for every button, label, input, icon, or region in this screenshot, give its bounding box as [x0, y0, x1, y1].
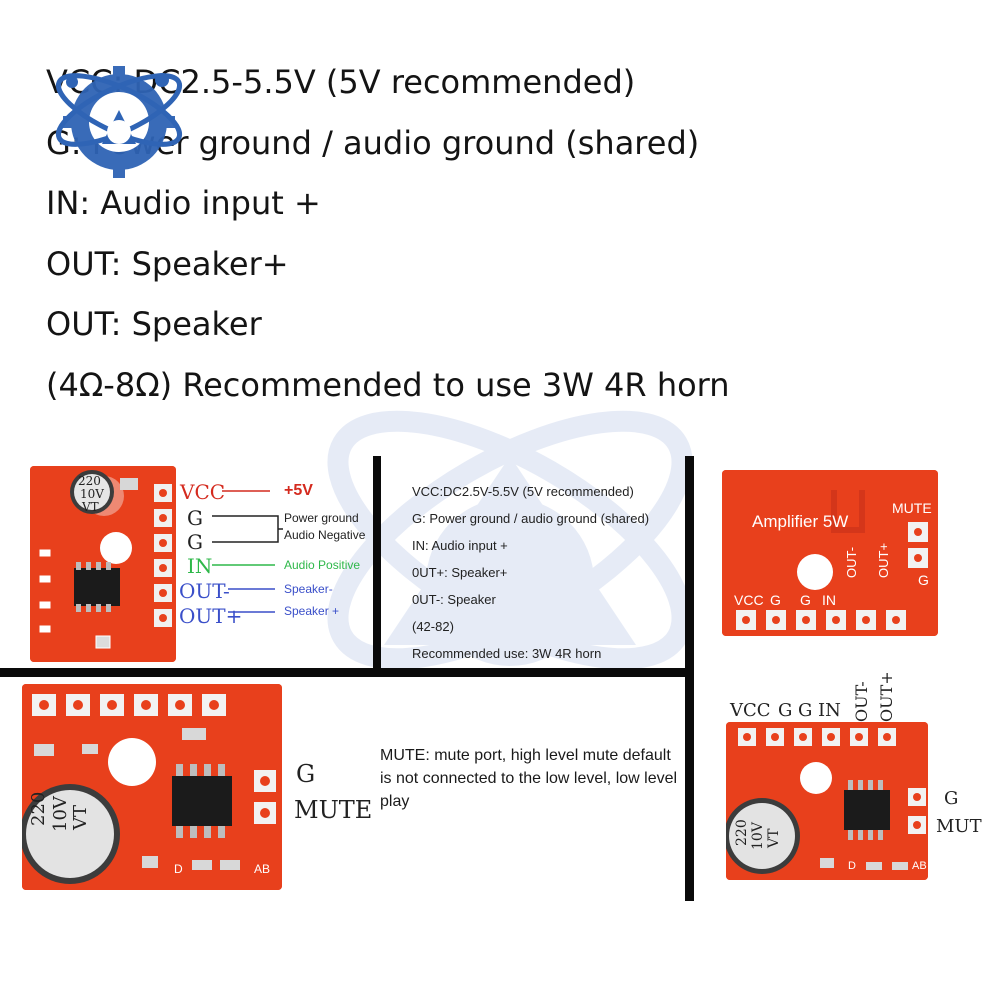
board-back-pin-out-plus: OUT+ — [876, 542, 891, 578]
board-back-pin-g: G — [800, 592, 811, 608]
info-line: IN: Audio input + — [412, 538, 508, 553]
mute-section-mute-label: MUTE — [294, 796, 373, 824]
divider-vertical-right — [685, 456, 694, 901]
board-back-graphic — [722, 470, 938, 636]
pin-desc-power-ground: Power ground — [284, 511, 359, 525]
divider-vertical-left — [373, 456, 381, 676]
info-line: 0UT-: Speaker — [412, 592, 496, 607]
spec-list: VCC: DC2.5-5.5V (5V recommended) G: Powe… — [46, 52, 946, 415]
pin-desc-speaker-minus: Speaker- — [284, 582, 333, 596]
info-block: VCC:DC2.5V-5.5V (5V recommended) G: Powe… — [412, 478, 712, 667]
info-line: (42-82) — [412, 619, 454, 634]
small-board-pin-out-plus: OUT+ — [877, 671, 896, 722]
board-mute-capacitor-3: VT — [70, 804, 91, 830]
pin-label-vcc: VCC — [180, 480, 226, 504]
info-line: G: Power ground / audio ground (shared) — [412, 511, 650, 526]
amplifier-board-back: Amplifier 5W MUTE G VCC G G IN OUT- OUT+ — [722, 470, 938, 636]
spec-line: (4Ω-8Ω) Recommended to use 3W 4R horn — [46, 365, 730, 404]
small-board-pin-vcc: VCC — [730, 700, 771, 721]
spec-line: OUT: Speaker — [46, 305, 262, 343]
small-board-mark-ab: AB — [912, 860, 927, 872]
board-back-pin-out-minus: OUT- — [844, 546, 859, 578]
brand-logo-icon — [55, 66, 183, 178]
small-board-pin-in: IN — [818, 700, 841, 721]
pin-desc-audio-negative: Audio Negative — [284, 528, 366, 542]
pin-label-g: G — [187, 530, 203, 554]
pin-label-out-minus: OUT- — [179, 579, 230, 603]
small-board-capacitor-1: 220 — [734, 819, 750, 846]
board-mute-mark-ab: AB — [254, 862, 271, 876]
pin-label-out-plus: OUT+ — [179, 604, 243, 628]
board-front-graphic — [30, 466, 176, 662]
small-board-capacitor-3: VT — [766, 828, 782, 848]
board-back-g-label: G — [918, 572, 929, 588]
board-back-pin-in: IN — [822, 592, 836, 608]
capacitor-label-3: VT — [82, 500, 99, 514]
info-line: 0UT+: Speaker+ — [412, 565, 508, 580]
small-board-pin-g: G — [798, 700, 813, 721]
pin-label-g: G — [187, 506, 203, 530]
info-line: VCC:DC2.5V-5.5V (5V recommended) — [412, 484, 634, 499]
capacitor-label-2: 10V — [80, 487, 104, 501]
amplifier-board-front: 220 10V VT — [30, 466, 176, 662]
board-mute-mark-d: D — [174, 862, 183, 876]
pin-desc-vcc: +5V — [284, 482, 313, 499]
spec-line: OUT: Speaker+ — [46, 244, 289, 283]
small-board-mark-d: D — [848, 860, 856, 872]
watermark-logo-icon — [327, 410, 693, 670]
board-back-pin-vcc: VCC — [734, 592, 764, 608]
amplifier-board-small: 220 10V VT D AB — [726, 722, 928, 880]
mute-section-g-label: G — [296, 760, 316, 788]
small-board-side-mute: MUT — [936, 816, 982, 837]
board-back-mute-label: MUTE — [892, 500, 932, 516]
capacitor-label-1: 220 — [78, 474, 101, 488]
small-board-side-g: G — [944, 788, 959, 809]
divider-horizontal — [0, 668, 694, 677]
mute-description: MUTE: mute port, high level mute default… — [380, 747, 678, 810]
spec-line: IN: Audio input + — [46, 184, 321, 222]
pin-label-in: IN — [187, 554, 213, 578]
board-mute-capacitor-2: 10V — [50, 796, 71, 832]
small-board-pin-g: G — [778, 700, 793, 721]
board-back-title: Amplifier 5W — [752, 512, 849, 531]
small-board-capacitor-2: 10V — [750, 822, 766, 850]
board-back-pin-g: G — [770, 592, 781, 608]
small-board-pin-out-minus: OUT- — [852, 681, 871, 722]
board-mute-capacitor-1: 220 — [28, 791, 49, 826]
board-small-graphic — [726, 722, 928, 880]
pin-desc-speaker-plus: Speaker + — [284, 604, 340, 618]
amplifier-board-mute: 220 10V VT D AB — [22, 684, 282, 890]
info-line: Recommended use: 3W 4R horn — [412, 646, 602, 661]
board-mute-graphic — [22, 684, 282, 890]
pin-desc-audio-positive: Audio Positive — [284, 558, 361, 572]
